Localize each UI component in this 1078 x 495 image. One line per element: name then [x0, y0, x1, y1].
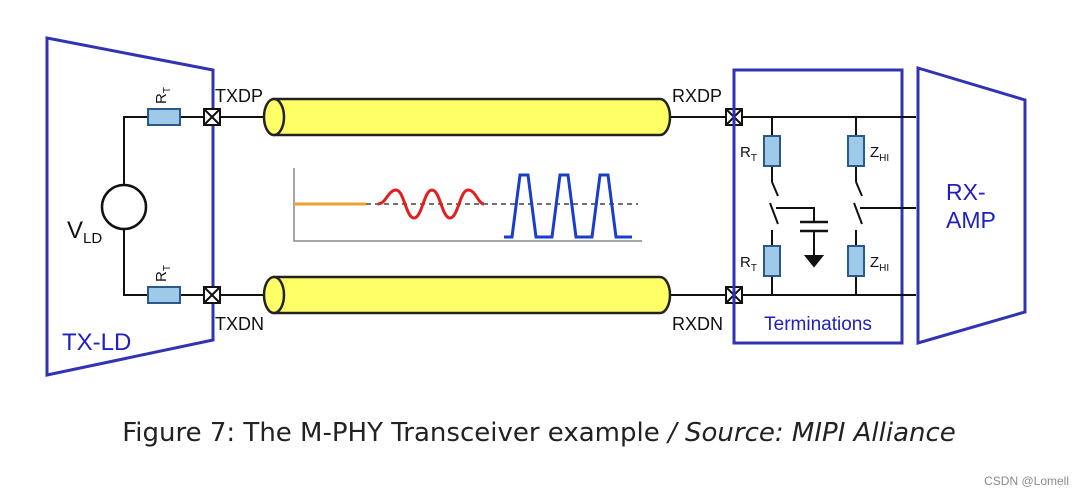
rx-amp-label-line2: AMP — [946, 207, 996, 233]
figure-caption: Figure 7: The M-PHY Transceiver example … — [0, 418, 1078, 448]
tx-ld-block — [45, 36, 215, 377]
rx-amp-block — [916, 65, 1027, 345]
termination-zhi-branch — [853, 117, 916, 295]
termination-rt-bottom-resistor — [763, 245, 781, 277]
termination-rt-branch — [769, 117, 815, 295]
vld-label: VLD — [67, 217, 102, 247]
terminations-block — [732, 68, 904, 345]
rxdn-label: RXDN — [672, 314, 723, 334]
txdp-pad — [203, 108, 221, 126]
waveform-high-amplitude-signal — [504, 173, 632, 239]
caption-main: Figure 7: The M-PHY Transceiver example — [122, 418, 660, 448]
waveform-axes — [293, 168, 642, 242]
termination-zhi-bottom-label: ZHI — [870, 254, 889, 274]
termination-rt-bottom-label: RT — [740, 254, 757, 274]
termination-zhi-bottom-resistor — [847, 245, 865, 277]
caption-separator: / — [659, 418, 686, 448]
tx-ld-label: TX-LD — [62, 329, 131, 356]
waveform-low-amplitude-signal — [377, 188, 485, 220]
bottom-transmission-cable — [262, 275, 672, 315]
tx-resistor-top-label: RT — [153, 87, 173, 104]
svg-text:RT: RT — [153, 265, 173, 282]
rxdp-label: RXDP — [672, 86, 722, 106]
termination-zhi-top-label: ZHI — [870, 144, 889, 164]
tx-bottom-wire — [123, 229, 148, 296]
txdp-label: TXDP — [215, 86, 263, 106]
tx-resistor-top — [147, 108, 181, 126]
rx-amp-label-line1: RX- — [946, 179, 986, 205]
tx-resistor-bottom-label: RT — [153, 265, 173, 282]
svg-text:RT: RT — [153, 87, 173, 104]
signal-waveform-inset — [293, 168, 642, 242]
termination-rt-top-label: RT — [740, 144, 757, 164]
watermark: CSDN @Lomell — [984, 474, 1069, 488]
txdn-pad — [203, 286, 221, 304]
tx-resistor-bottom — [147, 286, 181, 304]
termination-rt-top-resistor — [763, 135, 781, 167]
top-transmission-cable — [262, 97, 672, 137]
terminations-label: Terminations — [764, 314, 872, 335]
vld-source-symbol — [100, 183, 148, 231]
termination-capacitor-ground-symbol — [800, 220, 828, 268]
tx-top-wire — [123, 116, 148, 185]
caption-source: Source: MIPI Alliance — [685, 418, 956, 448]
termination-zhi-top-resistor — [847, 135, 865, 167]
txdn-label: TXDN — [215, 314, 264, 334]
